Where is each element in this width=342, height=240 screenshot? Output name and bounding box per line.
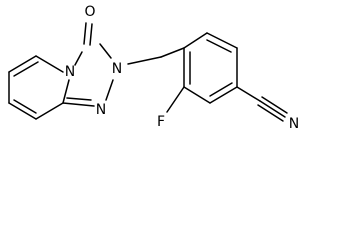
fluorine-bond <box>166 86 185 113</box>
triazolone-ring <box>62 22 114 107</box>
bond <box>183 32 208 49</box>
bond <box>8 55 37 73</box>
nitrile-triple-bond <box>259 100 286 118</box>
bond <box>62 79 70 104</box>
structure-svg: O N N N F N <box>8 4 299 132</box>
nitrile-triple-bond <box>261 96 288 114</box>
bond <box>13 61 39 77</box>
nitrogen-label: N <box>65 64 75 80</box>
methylene-bond <box>127 56 162 65</box>
bond <box>105 79 114 101</box>
bond <box>183 86 211 104</box>
bond <box>62 102 95 107</box>
bond <box>206 39 232 53</box>
nitrogen-label: N <box>112 61 122 77</box>
bond <box>83 22 87 45</box>
methylene-bond <box>160 47 185 58</box>
pyridine-ring <box>8 55 70 120</box>
benzene-ring <box>183 32 238 104</box>
bond <box>13 99 37 114</box>
bond <box>74 51 83 66</box>
molecule-diagram: O N N N F N <box>8 4 299 132</box>
bond <box>206 32 238 49</box>
bond <box>8 102 37 120</box>
bond <box>89 23 93 46</box>
nitrile-nitrogen-label: N <box>289 116 299 132</box>
bond <box>35 102 64 120</box>
fluorine-label: F <box>157 114 165 130</box>
nitrile-triple-bond <box>257 104 284 122</box>
oxygen-label: O <box>84 4 95 20</box>
bond <box>209 86 238 104</box>
nitrile-bond <box>236 86 261 102</box>
bond <box>35 55 64 73</box>
nitrogen-label: N <box>96 102 106 118</box>
bond <box>66 97 92 101</box>
bond <box>209 82 233 97</box>
bond <box>99 43 112 59</box>
